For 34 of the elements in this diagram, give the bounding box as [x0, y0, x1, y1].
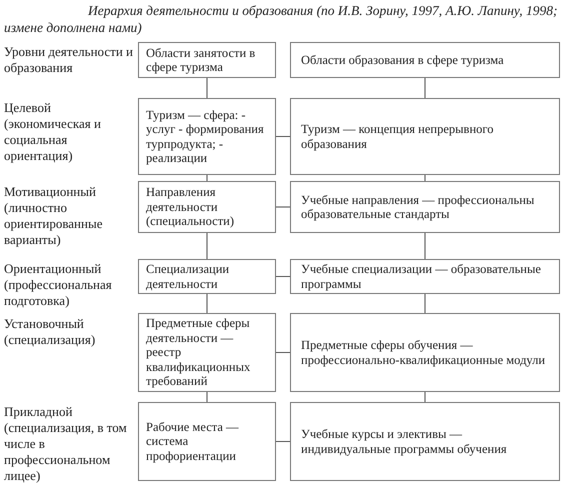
connector-line [276, 136, 290, 137]
level-box: Направления деятельности (специальности) [138, 181, 276, 233]
connector-line [424, 232, 426, 260]
level-label: Уровни деятельности и образования [4, 44, 134, 76]
connector-line [424, 174, 426, 182]
connector-line [276, 206, 290, 208]
level-box: Учебные специализации — образовательные программы [290, 259, 560, 294]
connector-line [276, 352, 290, 353]
level-box: Области занятости в сфере туризма [138, 42, 276, 78]
level-label: Мотивационный (личностно ориентированные варианты) [4, 184, 104, 248]
level-box: Туризм — сфера: - услуг - формирования турпродукта; - реализации [138, 98, 276, 175]
connector-line [276, 441, 290, 442]
connector-line [276, 276, 290, 277]
connector-line [424, 294, 426, 314]
connector-line [206, 392, 208, 402]
level-label: Ориентационный (профессиональная подготовка) [4, 261, 113, 309]
level-box: Учебные курсы и элективы — индивидуальные программы обучения [290, 402, 560, 481]
level-box: Предметные сферы деятельности — реестр квалификационных требований [138, 313, 276, 392]
connector-line [206, 294, 208, 314]
level-box: Предметные сферы обучения — профессионально-квалификационные модули [290, 313, 560, 392]
connector-line [424, 78, 426, 98]
level-label: Установочный (специализация) [4, 316, 96, 348]
level-label: Целевой (экономическая и социальная ориентация) [4, 100, 102, 164]
level-box: Учебные направления — профессиональны образовательные стандарты [290, 181, 560, 233]
level-box: Области образования в сфере туризма [290, 42, 560, 78]
level-label: Прикладной (специализация, в том числе в профессиональном лицее) [4, 404, 128, 483]
connector-line [206, 78, 208, 98]
connector-line [206, 232, 208, 260]
diagram-title: Иерархия деятельности и образования (по И.В. Зорину, 1997, А.Ю. Лапину, 1998; измене дополнена нами) [4, 2, 558, 36]
connector-line [424, 392, 426, 402]
connector-line [206, 174, 208, 182]
level-box: Рабочие места — система профориентации [138, 402, 276, 481]
level-box: Специализации деятельности [138, 259, 276, 294]
level-box: Туризм — концепция непрерывного образования [290, 98, 560, 175]
